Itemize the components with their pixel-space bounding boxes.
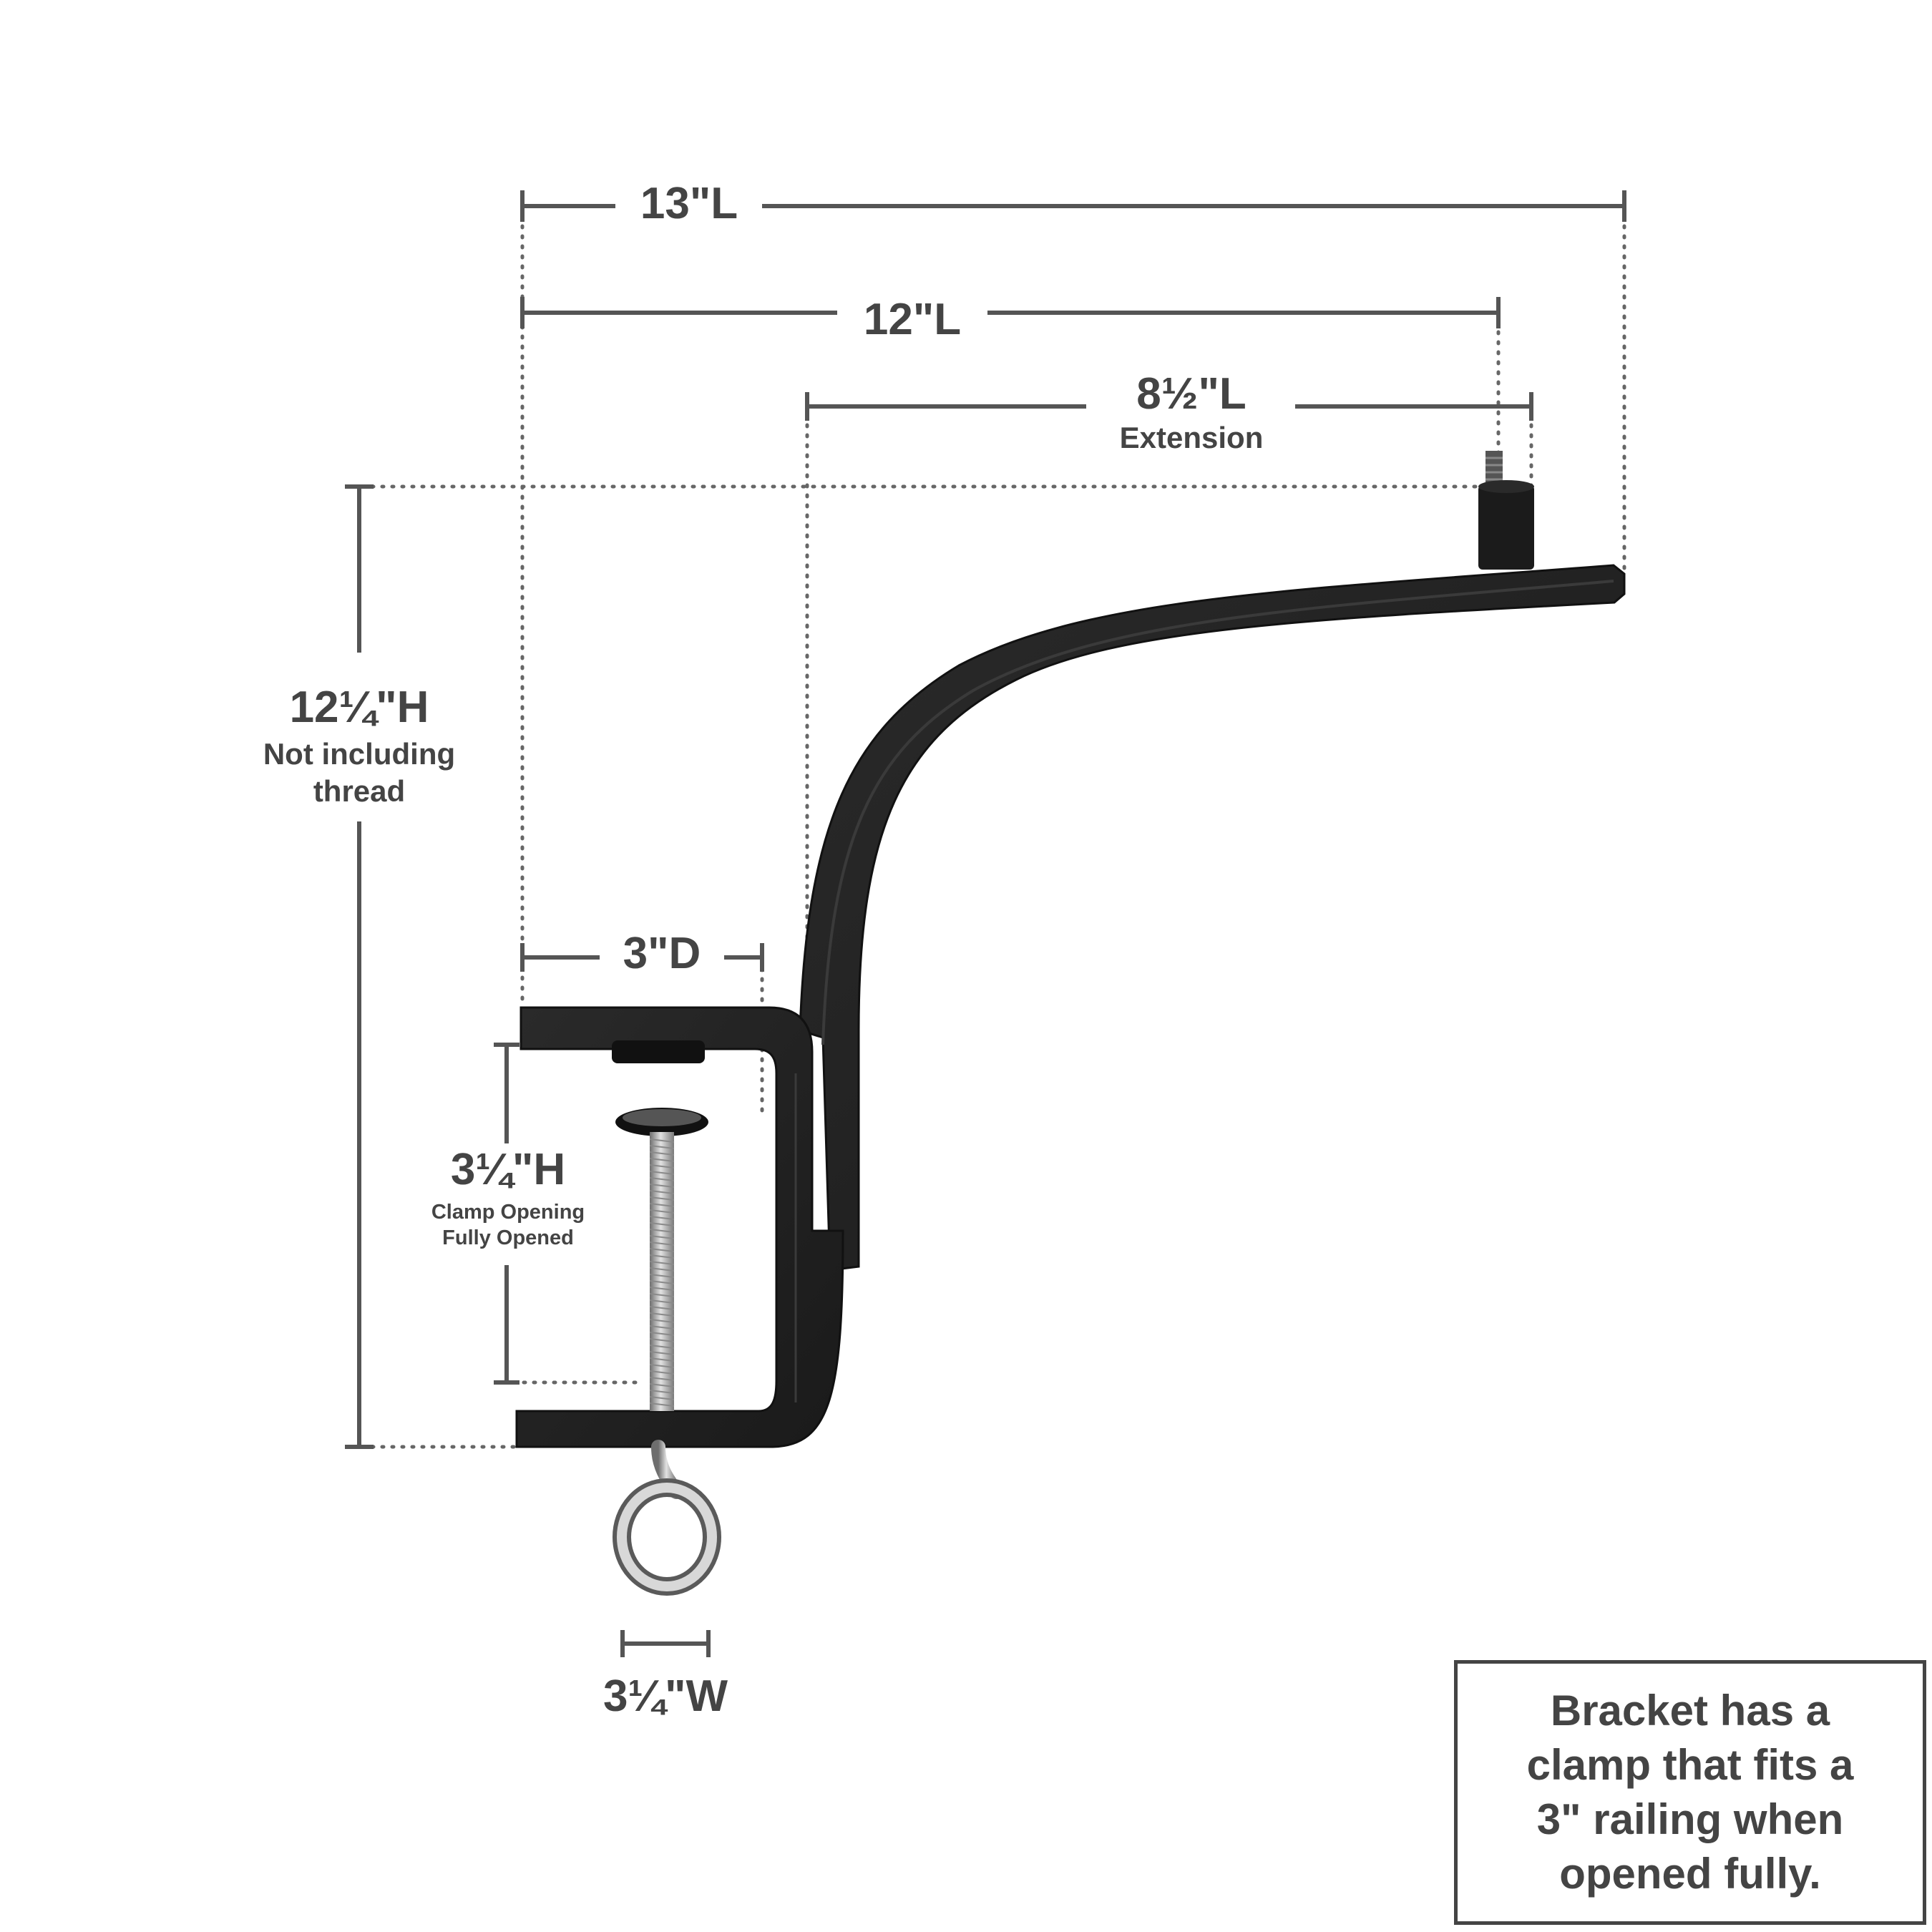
height-label: 12¼"H [289,683,429,732]
clamp-opening-caption-line1: Clamp Opening [431,1201,585,1224]
clamp-screw [613,1108,721,1596]
width-label: 3¼"W [602,1672,728,1721]
clamp-opening-caption-line2: Fully Opened [442,1226,574,1249]
overall-length-label: 13"L [640,179,738,228]
c-clamp [515,1006,844,1448]
note-text: Bracket has a clamp that fits a 3" raili… [1526,1687,1854,1898]
height-caption-line2: thread [313,774,406,808]
bracket-arm [799,564,1626,1272]
finial-post [1478,451,1534,570]
clamp-opening-label: 3¼"H [450,1145,566,1194]
note-box: Bracket has a clamp that fits a 3" raili… [1454,1660,1926,1925]
extension-caption: Extension [1119,421,1264,454]
extension-length-label: 8½"L [1136,369,1246,419]
length-label: 12"L [863,295,962,344]
height-caption-line1: Not including [263,737,456,771]
dimension-lines [345,190,1626,1657]
dotted-guides [370,204,1626,1449]
depth-label: 3"D [623,929,701,978]
